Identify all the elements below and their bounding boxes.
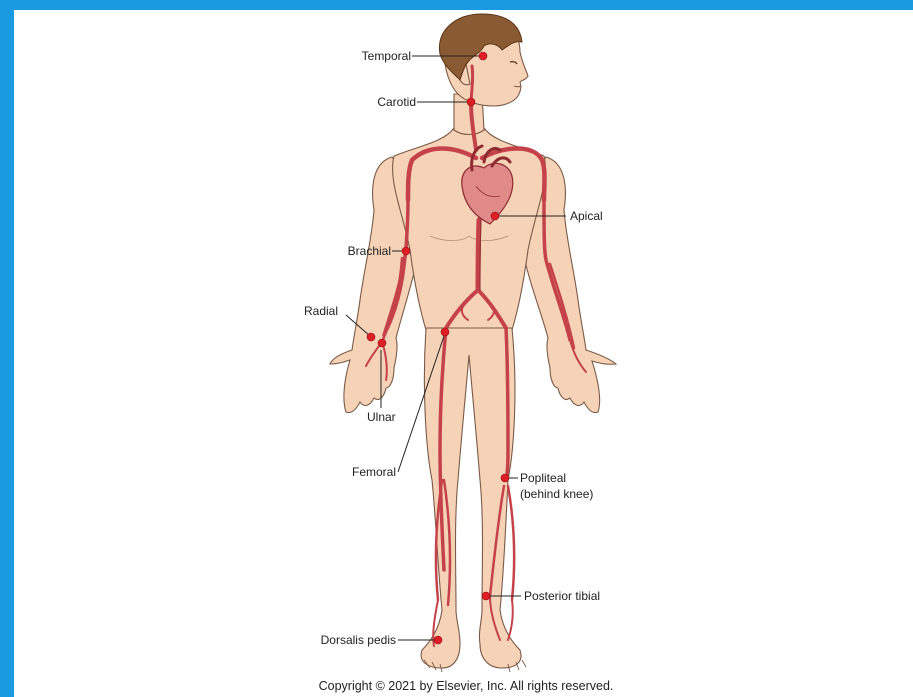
pulse-point-carotid — [467, 98, 475, 106]
label-radial: Radial — [304, 304, 338, 318]
diagram-frame: Temporal Carotid Apical Brachial Radial … — [14, 10, 913, 697]
copyright-notice: Copyright © 2021 by Elsevier, Inc. All r… — [319, 679, 614, 693]
label-dorsalis-pedis: Dorsalis pedis — [321, 633, 396, 647]
pulse-point-popliteal — [501, 474, 509, 482]
label-posterior-tibial: Posterior tibial — [524, 589, 600, 603]
label-ulnar: Ulnar — [367, 410, 396, 424]
label-carotid: Carotid — [377, 95, 416, 109]
pulse-point-ulnar — [378, 339, 386, 347]
pulse-point-apical — [491, 212, 499, 220]
pulse-point-temporal — [479, 52, 487, 60]
label-temporal: Temporal — [362, 49, 411, 63]
pulse-point-brachial — [402, 247, 410, 255]
pulse-points-diagram: Temporal Carotid Apical Brachial Radial … — [14, 10, 913, 697]
label-apical: Apical — [570, 209, 603, 223]
pulse-point-dorsalis-pedis — [434, 636, 442, 644]
label-femoral: Femoral — [352, 465, 396, 479]
label-brachial: Brachial — [348, 244, 391, 258]
label-popliteal-line1: Popliteal — [520, 471, 566, 485]
label-popliteal: Popliteal (behind knee) — [520, 471, 593, 501]
pulse-point-radial — [367, 333, 375, 341]
pulse-point-posterior-tibial — [482, 592, 490, 600]
label-popliteal-line2: (behind knee) — [520, 487, 593, 501]
pulse-point-femoral — [441, 328, 449, 336]
